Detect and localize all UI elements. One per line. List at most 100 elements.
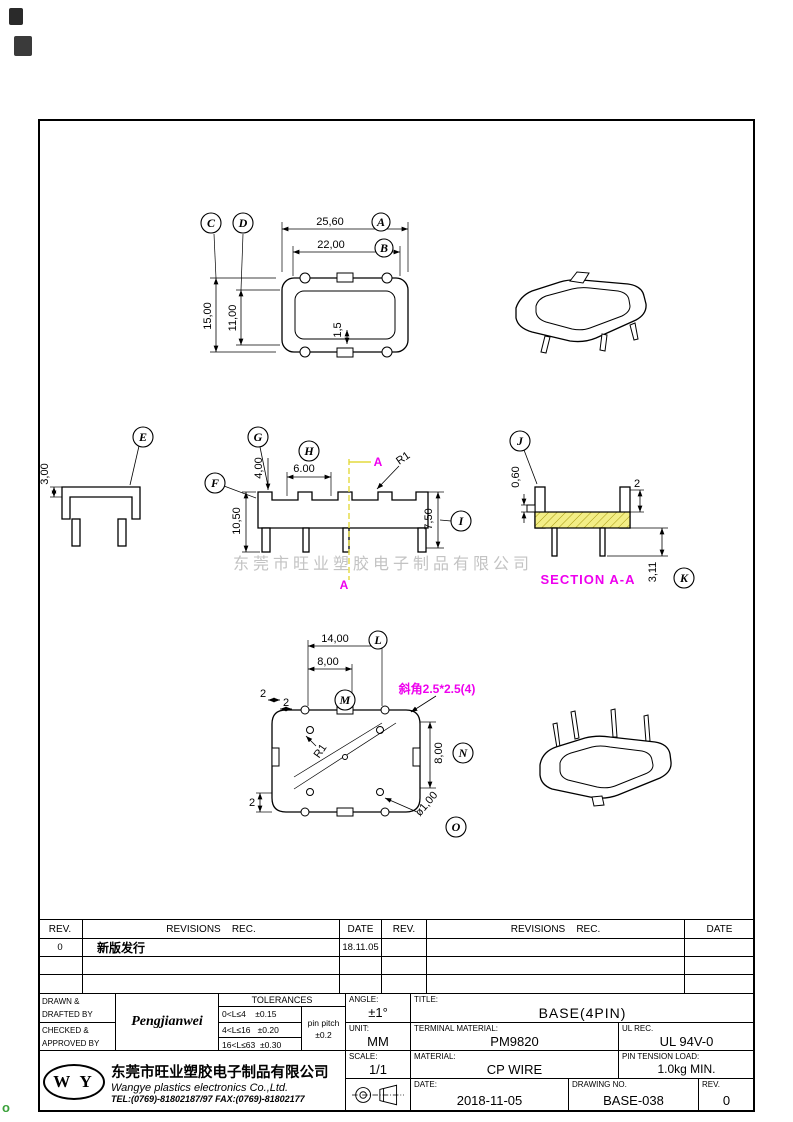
table-cell [685,939,755,957]
dim-section-lip: 0,60 [510,466,527,523]
pin-pitch-tolerance: pin pitch ±0.2 [307,1017,340,1040]
dim-front-total-height: 10,50 [231,491,260,553]
date-col-header: DATE [685,920,755,939]
revisions-col-header: REVISIONS REC. [427,920,685,939]
svg-text:H: H [303,444,314,458]
date-col-header: DATE [340,920,382,939]
table-cell [382,975,427,994]
ul-rec-cell: UL REC. UL 94V-0 [618,1022,755,1051]
svg-text:7,50: 7,50 [423,508,435,529]
section-cut-line: A A [340,455,383,592]
part-front-outline [257,491,429,529]
projection-cell [345,1078,411,1112]
table-cell [340,957,382,975]
table-cell [38,975,83,994]
balloon-f: F [204,472,257,499]
svg-text:2: 2 [634,478,640,490]
svg-text:D: D [238,216,248,230]
revisions-col-header: REVISIONS REC. [83,920,340,939]
table-cell [427,957,685,975]
balloon-c: C [200,212,222,234]
svg-text:2: 2 [260,688,266,700]
table-cell [38,957,83,975]
svg-text:I: I [458,514,465,528]
company-contact: TEL:(0769)-81802187/97 FAX:(0769)-818021… [111,1093,305,1104]
svg-text:N: N [458,746,469,760]
svg-text:2: 2 [249,797,255,809]
scale-cell: SCALE: 1/1 [345,1050,411,1079]
balloon-k: K [673,567,695,589]
dim-bottom-width: 14,00 [307,633,383,706]
svg-text:6.00: 6.00 [293,463,314,475]
view-iso-top [515,271,647,354]
balloon-m: M [334,689,356,711]
drawn-by-name: Pengjianwei [115,993,219,1051]
dim-top-inner-height: 11,00 [227,233,280,346]
balloon-h: H [298,440,320,462]
table-cell [685,957,755,975]
svg-text:10,50: 10,50 [231,507,243,535]
table-cell [382,957,427,975]
company-logo: W Y [43,1064,105,1100]
drawing-views: 25,60 A 22,00 B 15,00 C [39,212,695,838]
svg-text:A: A [374,455,383,469]
svg-text:C: C [207,216,216,230]
svg-text:F: F [210,476,219,490]
dim-top-height: 15,00 [202,233,276,353]
dim-section-wall: 2 [630,478,644,513]
dim-side-wall: 3,00 [39,463,62,498]
balloon-e: E [129,426,154,486]
tolerance-row: 16<L≤63 ±0.30 [222,1040,282,1050]
page-title: BASE(4PIN) [538,1005,627,1021]
revision-table: REV. REVISIONS REC. DATE REV. REVISIONS … [38,919,755,994]
svg-text:A: A [376,215,385,229]
scan-artifact [9,8,23,25]
balloon-j: J [509,430,538,485]
dim-front-post: 4,00 [253,457,271,490]
dim-top-slot: 1,5 [332,322,350,344]
date-cell: DATE: 2018-11-05 [410,1078,569,1112]
view-section: J 0,60 2 3,11 K SECTION A-A [509,430,695,589]
chamfer-note: 斜角2.5*2.5(4) [398,681,475,713]
svg-text:L: L [373,633,381,647]
table-cell [685,975,755,994]
projection-symbol-icon [352,1084,404,1106]
section-title: SECTION A-A [540,572,635,587]
checked-by-label: CHECKED &APPROVED BY [38,1022,116,1051]
dim-bottom-notch-c: 2 [249,792,272,813]
material-cell: MATERIAL: CP WIRE [410,1050,619,1079]
balloon-i: I [439,510,472,532]
tolerance-row: 4<L≤16 ±0.20 [219,1023,301,1038]
rev-cell: REV. 0 [698,1078,755,1112]
dim-front-right-height: 7,50 [423,491,444,549]
svg-text:15,00: 15,00 [202,302,214,330]
view-top: 25,60 A 22,00 B 15,00 C [200,212,409,358]
table-cell [340,975,382,994]
rev-date-cell: 18.11.05 [340,939,382,957]
balloon-o: O [445,816,467,838]
dim-bottom-height: 8,00 [420,721,445,789]
svg-text:25,60: 25,60 [316,216,344,228]
svg-text:0,60: 0,60 [510,466,522,487]
table-cell [427,939,685,957]
svg-text:G: G [254,430,263,444]
balloon-a: A [371,212,391,232]
rev-col-header: REV. [38,920,83,939]
svg-text:4,00: 4,00 [253,457,265,478]
dim-bottom-notch-b: 2 [280,697,292,712]
svg-text:M: M [339,693,351,707]
dim-front-pitch: 6.00 [286,463,332,496]
svg-text:E: E [138,430,147,444]
scan-artifact [14,36,32,56]
balloon-d: D [232,212,254,234]
tolerances-box: TOLERANCES 0<L≤4 ±0.15 4<L≤16 ±0.20 16<L… [218,993,346,1051]
table-cell [427,975,685,994]
svg-text:B: B [379,241,388,255]
svg-text:3,00: 3,00 [39,463,51,484]
title-block: DRAWN &DRAFTED BY CHECKED &APPROVED BY P… [38,993,755,1112]
balloon-l: L [368,630,388,650]
svg-text:A: A [340,578,349,592]
part-bottom-outline [271,709,421,813]
part-inner-wall [294,290,396,340]
